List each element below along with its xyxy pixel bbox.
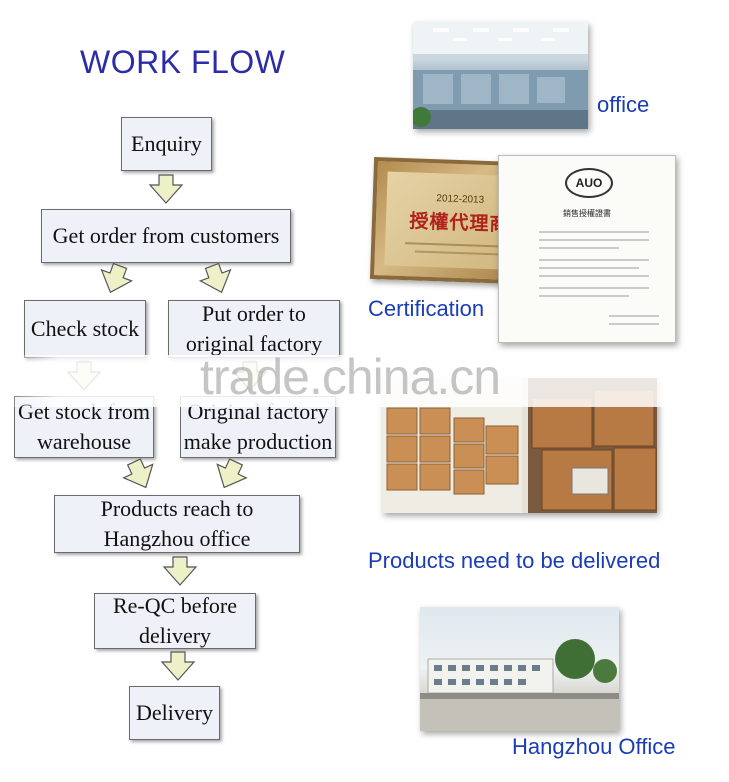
arrow-order-to-put <box>196 259 238 299</box>
step-products-reach: Products reach to Hangzhou office <box>54 495 300 553</box>
watermark-band <box>0 355 729 407</box>
step-products-reach-label: Products reach to Hangzhou office <box>100 496 254 551</box>
step-delivery-label: Delivery <box>136 700 213 726</box>
doc-title: 銷售授權證書 <box>563 209 611 218</box>
caption-office: office <box>597 92 650 117</box>
arrow-get-to-reach <box>118 454 161 495</box>
step-get-order-label: Get order from customers <box>52 223 280 249</box>
arrow-qc-to-delivery <box>161 651 195 681</box>
caption-products: Products need to be delivered <box>368 548 661 573</box>
step-check-stock: Check stock <box>24 300 146 358</box>
step-put-order: Put order to original factory <box>168 300 340 358</box>
building-illustration <box>420 639 619 731</box>
arrow-reach-to-qc <box>163 556 197 586</box>
step-put-order-label: Put order to original factory <box>185 301 323 356</box>
step-re-qc-label: Re-QC before delivery <box>112 593 237 648</box>
doc-logo: AUO <box>565 168 613 198</box>
arrow-order-to-check <box>94 259 136 299</box>
hangzhou-office-photo <box>420 607 619 731</box>
arrow-enquiry-to-order <box>149 174 183 204</box>
doc-text-lines <box>539 231 659 325</box>
page-title: WORK FLOW <box>80 44 286 80</box>
caption-hangzhou: Hangzhou Office <box>512 734 676 759</box>
step-delivery: Delivery <box>129 686 220 740</box>
step-re-qc: Re-QC before delivery <box>94 593 256 649</box>
certificate-document: AUO 銷售授權證書 <box>498 155 676 343</box>
office-scene-illustration <box>413 22 588 129</box>
office-photo <box>413 22 588 129</box>
step-get-order: Get order from customers <box>41 209 291 263</box>
step-enquiry-label: Enquiry <box>131 131 202 157</box>
step-enquiry: Enquiry <box>121 117 212 171</box>
step-check-stock-label: Check stock <box>30 316 140 342</box>
arrow-factory-to-reach <box>209 454 252 495</box>
caption-certification: Certification <box>368 296 485 321</box>
watermark-text: trade.china.cn <box>200 349 501 405</box>
